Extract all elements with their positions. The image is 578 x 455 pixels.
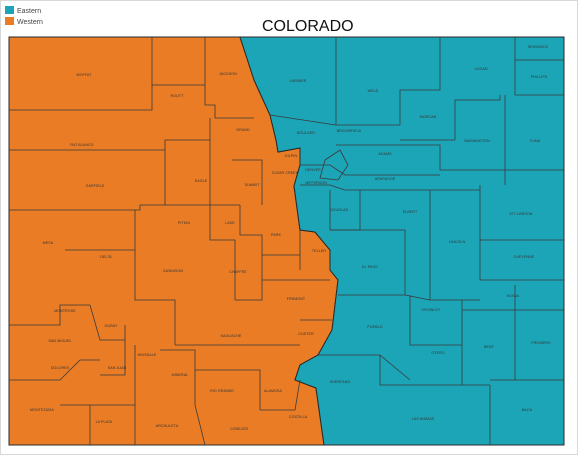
county-label-prowers: PROWERS xyxy=(531,341,551,345)
county-label-cheyenne: CHEYENNE xyxy=(514,255,535,259)
county-label-elbert: ELBERT xyxy=(403,210,418,214)
county-label-phillips: PHILLIPS xyxy=(531,75,548,79)
county-label-douglas: DOUGLAS xyxy=(330,208,349,212)
county-label-montrose: MONTROSE xyxy=(54,309,76,313)
county-label-sedgwick: SEDGWICK xyxy=(528,45,549,49)
county-label-arapahoe: ARAPAHOE xyxy=(375,177,396,181)
county-label-mesa: MESA xyxy=(43,241,54,245)
county-label-grand: GRAND xyxy=(236,128,250,132)
legend-label-eastern: Eastern xyxy=(17,8,41,15)
county-label-ouray: OURAY xyxy=(104,324,118,328)
county-label-pueblo: PUEBLO xyxy=(367,325,382,329)
county-label-pitkin: PITKIN xyxy=(178,221,190,225)
legend: Eastern Western xyxy=(5,6,43,26)
county-label-yuma: YUMA xyxy=(530,139,541,143)
county-label-hinsdale: HINSDALE xyxy=(138,353,157,357)
county-label-denver: DENVER xyxy=(305,168,321,172)
county-label-rio-grande: RIO GRANDE xyxy=(210,389,234,393)
county-label-park: PARK xyxy=(271,233,281,237)
county-label-las-animas: LAS ANIMAS xyxy=(412,417,435,421)
county-label-boulder: BOULDER xyxy=(297,131,315,135)
legend-swatch-eastern xyxy=(5,6,14,14)
county-label-otero: OTERO xyxy=(431,351,444,355)
county-label-san-miguel: SAN MIGUEL xyxy=(48,339,71,343)
county-label-teller: TELLER xyxy=(312,249,326,253)
county-label-gunnison: GUNNISON xyxy=(163,269,183,273)
county-label-san-juan: SAN JUAN xyxy=(108,366,127,370)
county-label-montezuma: MONTEZUMA xyxy=(30,408,55,412)
county-label-huerfano: HUERFANO xyxy=(330,380,351,384)
map-title: COLORADO xyxy=(262,18,354,35)
county-label-rio-blanco: RIO BLANCO xyxy=(70,143,93,147)
county-label-kit-carson: KIT CARSON xyxy=(510,212,533,216)
county-label-broomfield: BROOMFIELD xyxy=(337,129,362,133)
county-label-fremont: FREMONT xyxy=(287,297,306,301)
county-label-garfield: GARFIELD xyxy=(86,184,105,188)
county-label-chaffee: CHAFFEE xyxy=(229,270,247,274)
county-label-conejos: CONEJOS xyxy=(230,427,249,431)
county-label-gilpin: GILPIN xyxy=(285,154,298,158)
county-label-bent: BENT xyxy=(484,345,495,349)
legend-swatch-western xyxy=(5,17,14,25)
county-label-morgan: MORGAN xyxy=(420,115,437,119)
county-label-jefferson: JEFFERSON xyxy=(305,181,328,185)
county-label-lake: LAKE xyxy=(225,221,235,225)
county-label-la-plata: LA PLATA xyxy=(96,420,113,424)
county-label-lincoln: LINCOLN xyxy=(449,240,466,244)
county-label-clear-creek: CLEAR CREEK xyxy=(272,171,299,175)
legend-label-western: Western xyxy=(17,19,43,26)
county-label-washington: WASHINGTON xyxy=(464,139,490,143)
eastern-region xyxy=(239,36,565,446)
county-label-el-paso: EL PASO xyxy=(362,265,378,269)
county-labels: MOFFAT ROUTT JACKSON RIO BLANCO GRAND GA… xyxy=(30,45,551,431)
county-label-adams: ADAMS xyxy=(378,152,392,156)
county-label-crowley: CROWLEY xyxy=(422,308,441,312)
county-label-routt: ROUTT xyxy=(171,94,185,98)
county-label-delta: DELTA xyxy=(100,255,112,259)
county-label-summit: SUMMIT xyxy=(245,183,260,187)
county-label-archuleta: ARCHULETA xyxy=(156,424,179,428)
county-label-weld: WELD xyxy=(368,89,379,93)
county-label-saguache: SAGUACHE xyxy=(221,334,242,338)
county-label-dolores: DOLORES xyxy=(51,366,70,370)
county-boundaries xyxy=(9,37,564,446)
county-label-mineral: MINERAL xyxy=(172,373,189,377)
county-label-baca: BACA xyxy=(522,408,533,412)
county-label-costilla: COSTILLA xyxy=(289,415,308,419)
county-label-custer: CUSTER xyxy=(298,332,314,336)
county-label-logan: LOGAN xyxy=(474,67,487,71)
county-label-larimer: LARIMER xyxy=(290,79,307,83)
county-label-moffat: MOFFAT xyxy=(77,73,93,77)
county-label-jackson: JACKSON xyxy=(219,72,237,76)
county-label-alamosa: ALAMOSA xyxy=(264,389,283,393)
county-label-eagle: EAGLE xyxy=(195,179,208,183)
county-label-kiowa: KIOWA xyxy=(507,294,520,298)
